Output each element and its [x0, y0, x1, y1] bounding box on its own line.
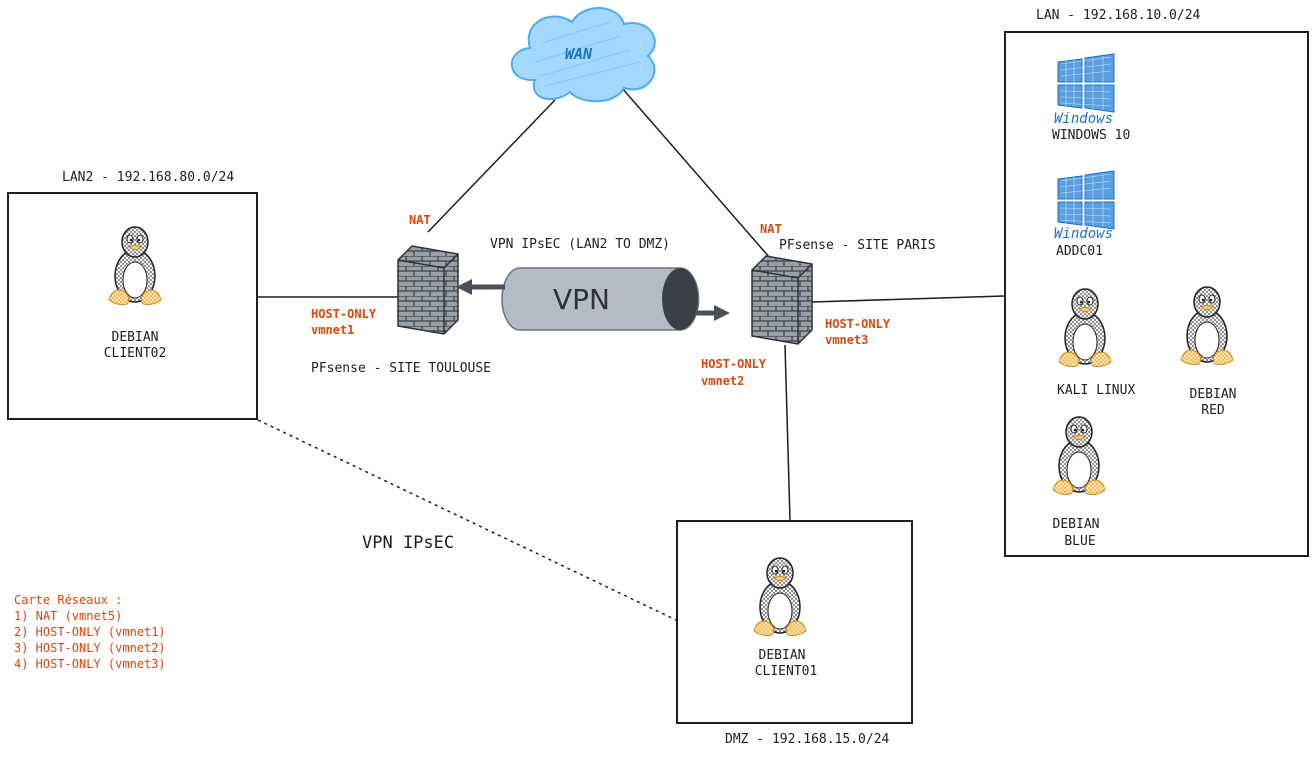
lan2-box	[7, 192, 258, 420]
cloud-icon	[510, 7, 656, 103]
legend-item: 4) HOST-ONLY (vmnet3)	[14, 657, 166, 671]
link-wan-paris	[621, 87, 771, 259]
vpn-dotted-label: VPN IPsEC	[362, 533, 455, 553]
windows-logo-text: Windows	[1054, 226, 1114, 242]
toulouse-nat-label: NAT	[409, 213, 431, 227]
debian-red-line2: RED	[1201, 403, 1225, 418]
legend-title: Carte Réseaux :	[14, 593, 123, 607]
debian-blue-line2: BLUE	[1064, 534, 1096, 549]
debian-client01-line1: DEBIAN	[758, 648, 806, 663]
vpn-caption: VPN IPsEC (LAN2 TO DMZ)	[490, 237, 671, 252]
paris-iface-lan-line1: HOST-ONLY	[825, 317, 891, 331]
paris-iface-dmz-line1: HOST-ONLY	[701, 357, 767, 371]
toulouse-iface-line2: vmnet1	[311, 323, 355, 337]
lan-title: LAN - 192.168.10.0/24	[1036, 8, 1201, 23]
kali-linux-label: KALI LINUX	[1057, 383, 1136, 398]
firewall-icon	[751, 255, 813, 345]
link-paris-lan	[811, 295, 1005, 303]
network-cards-legend: Carte Réseaux : 1) NAT (vmnet5) 2) HOST-…	[14, 592, 166, 672]
lan2-title: LAN2 - 192.168.80.0/24	[62, 170, 235, 185]
legend-item: 1) NAT (vmnet5)	[14, 609, 123, 623]
windows-logo-text: Windows	[1054, 111, 1114, 127]
toulouse-name: PFsense - SITE TOULOUSE	[311, 361, 492, 376]
dmz-title: DMZ - 192.168.15.0/24	[725, 732, 890, 747]
debian-red-line1: DEBIAN	[1189, 387, 1237, 402]
debian-client02-line2: CLIENT02	[103, 346, 167, 361]
windows10-label: WINDOWS 10	[1052, 128, 1131, 143]
dmz-box	[676, 520, 913, 724]
paris-name: PFsense - SITE PARIS	[779, 238, 936, 253]
toulouse-iface-line1: HOST-ONLY	[311, 307, 377, 321]
addc01-label: ADDC01	[1056, 244, 1103, 259]
wan-label: WAN	[565, 45, 593, 63]
lan-box	[1004, 31, 1309, 557]
dotted-vpn-link	[257, 419, 677, 621]
link-paris-dmz	[784, 344, 791, 521]
link-toulouse-wan	[427, 99, 556, 233]
vpn-tunnel-label: VPN	[553, 283, 610, 316]
legend-item: 2) HOST-ONLY (vmnet1)	[14, 625, 166, 639]
tunnel-icon	[456, 267, 730, 331]
debian-client02-line1: DEBIAN	[111, 330, 159, 345]
debian-client01-line2: CLIENT01	[754, 664, 818, 679]
debian-blue-line1: DEBIAN	[1052, 517, 1100, 532]
legend-item: 3) HOST-ONLY (vmnet2)	[14, 641, 166, 655]
paris-iface-dmz-line2: vmnet2	[701, 374, 745, 388]
firewall-icon	[397, 245, 459, 335]
paris-iface-lan-line2: vmnet3	[825, 333, 869, 347]
paris-nat-label: NAT	[760, 222, 782, 236]
